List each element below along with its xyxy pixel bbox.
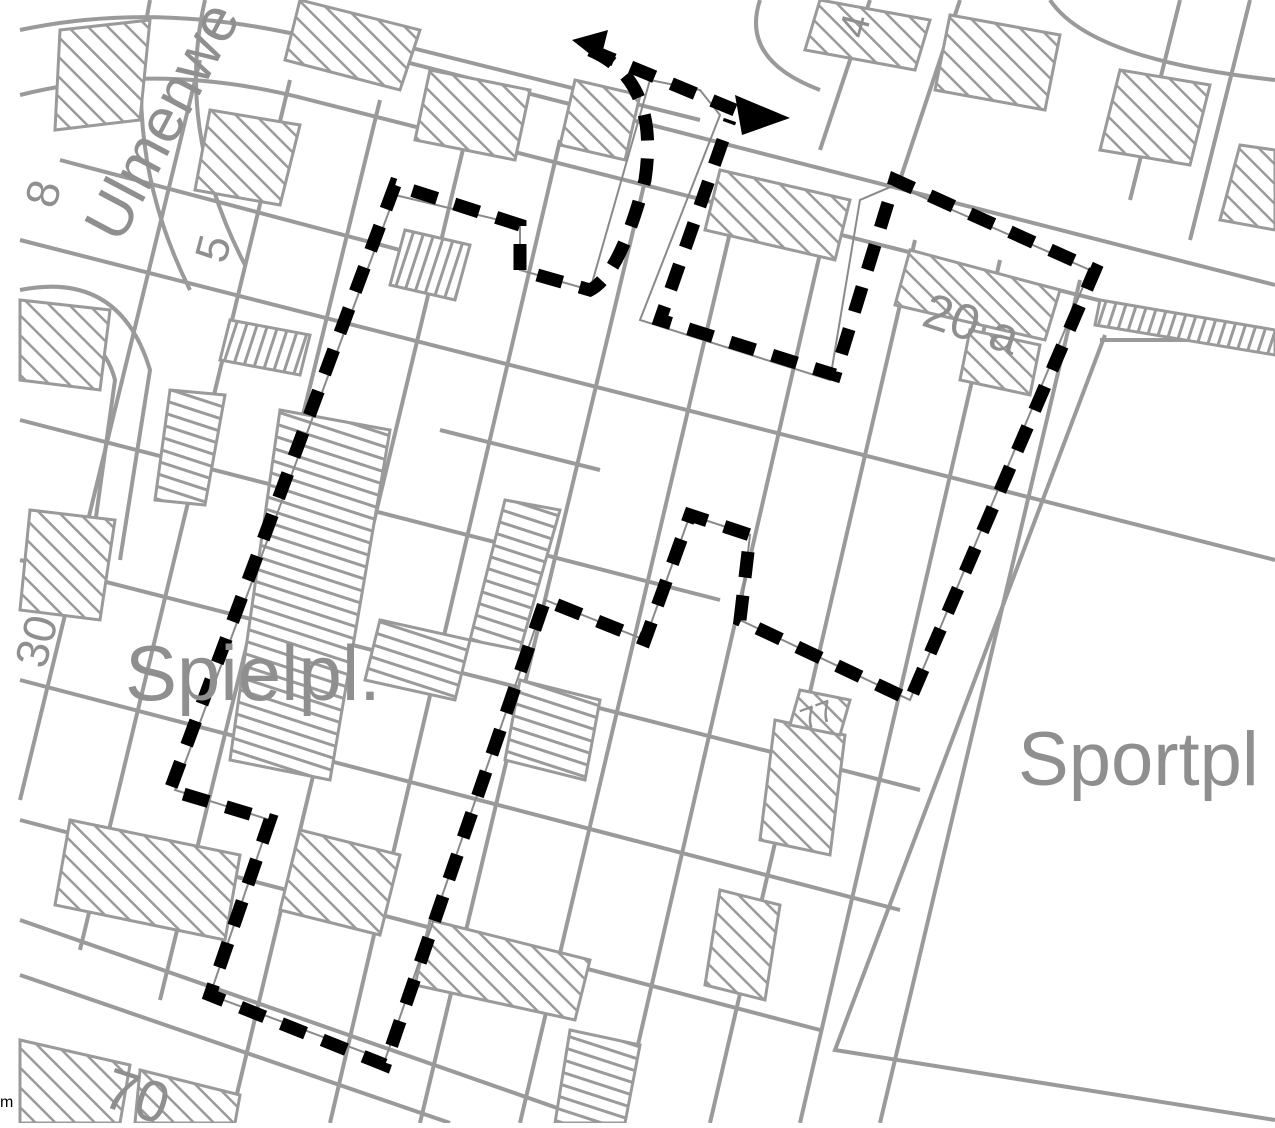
playground-label: Spielpl. (125, 629, 381, 717)
scale-unit-label: m (0, 1094, 14, 1111)
arrow-head-right-icon (735, 95, 790, 135)
arrow-head-left-icon (572, 30, 608, 62)
boundary-arrow-heads (572, 30, 790, 135)
buildings (18, 0, 1275, 1125)
sports-field-label: Sportpl (1018, 717, 1259, 802)
outbuildings (153, 228, 1275, 1125)
plan-boundary (161, 43, 1104, 1074)
